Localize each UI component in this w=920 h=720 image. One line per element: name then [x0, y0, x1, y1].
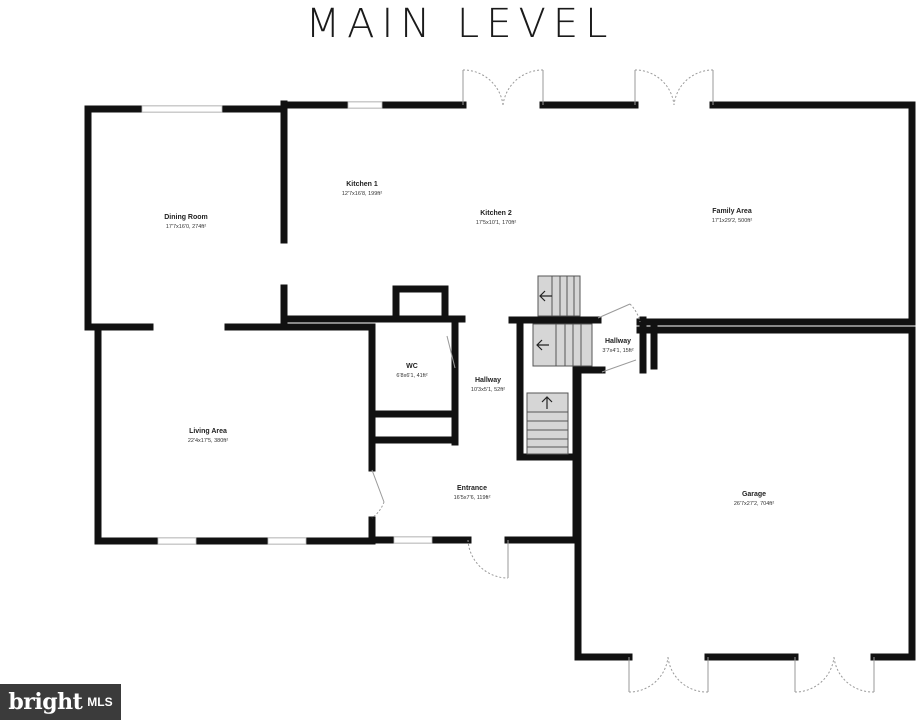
window-entrance-bottom — [393, 536, 433, 544]
window-living-bottom-right — [267, 537, 307, 545]
room-dims-hallway: 10'3x5'1, 52ft² — [471, 387, 505, 393]
room-dims-entrance: 16'5x7'6, 119ft² — [454, 495, 491, 501]
room-dims-kitchen-2: 17'5x10'1, 170ft² — [476, 220, 516, 226]
room-labels: Dining Room 17'7x16'0, 274ft² Kitchen 1 … — [164, 181, 774, 507]
watermark-brand: bright — [8, 689, 83, 715]
watermark-suffix: MLS — [87, 695, 113, 709]
room-dims-hallway-small: 3'7x4'1, 15ft² — [602, 348, 633, 354]
window-kitchen-top — [347, 101, 383, 109]
french-door-family — [634, 69, 714, 106]
front-door — [467, 539, 509, 579]
room-name-kitchen-1: Kitchen 1 — [346, 181, 378, 188]
floor-title: MAIN LEVEL — [305, 1, 615, 47]
room-dims-family-area: 17'1x29'2, 500ft² — [712, 218, 752, 224]
room-name-kitchen-2: Kitchen 2 — [480, 210, 512, 217]
windows — [141, 101, 433, 545]
wall-living-outer — [94, 326, 376, 545]
room-name-dining-room: Dining Room — [164, 214, 208, 221]
french-door-kitchen — [462, 69, 544, 106]
arrow-left-icon — [539, 290, 552, 302]
room-name-entrance: Entrance — [457, 485, 487, 492]
stair-middle — [532, 323, 593, 367]
arrow-left-icon — [536, 339, 549, 351]
room-name-hallway: Hallway — [475, 377, 501, 384]
wc-door — [446, 335, 456, 369]
room-dims-kitchen-1: 12'7x16'8, 199ft² — [342, 191, 382, 197]
arrow-up-icon — [541, 396, 553, 409]
walls — [84, 100, 916, 661]
garage-door-right — [794, 656, 875, 693]
wall-chimney — [392, 285, 449, 323]
wall-stair-enclosure — [516, 318, 580, 461]
stairs — [526, 275, 593, 455]
room-name-wc: WC — [406, 363, 418, 370]
hall-door — [597, 303, 641, 373]
room-name-hallway-small: Hallway — [605, 338, 631, 345]
window-dining-top — [141, 105, 223, 113]
stair-upper — [537, 275, 581, 317]
stair-lower — [526, 392, 569, 455]
living-door — [371, 469, 385, 519]
room-dims-living-area: 22'4x17'5, 380ft² — [188, 438, 228, 444]
window-living-bottom-left — [157, 537, 197, 545]
room-dims-wc: 6'8x6'1, 41ft² — [396, 373, 427, 379]
doors — [371, 69, 875, 693]
room-name-garage: Garage — [742, 491, 766, 498]
room-name-family-area: Family Area — [712, 208, 752, 215]
mls-watermark: bright MLS — [0, 684, 121, 720]
garage-door-left — [628, 656, 709, 693]
room-dims-dining-room: 17'7x16'0, 274ft² — [166, 224, 206, 230]
room-dims-garage: 26'7x27'2, 704ft² — [734, 501, 774, 507]
room-name-living-area: Living Area — [189, 428, 227, 435]
